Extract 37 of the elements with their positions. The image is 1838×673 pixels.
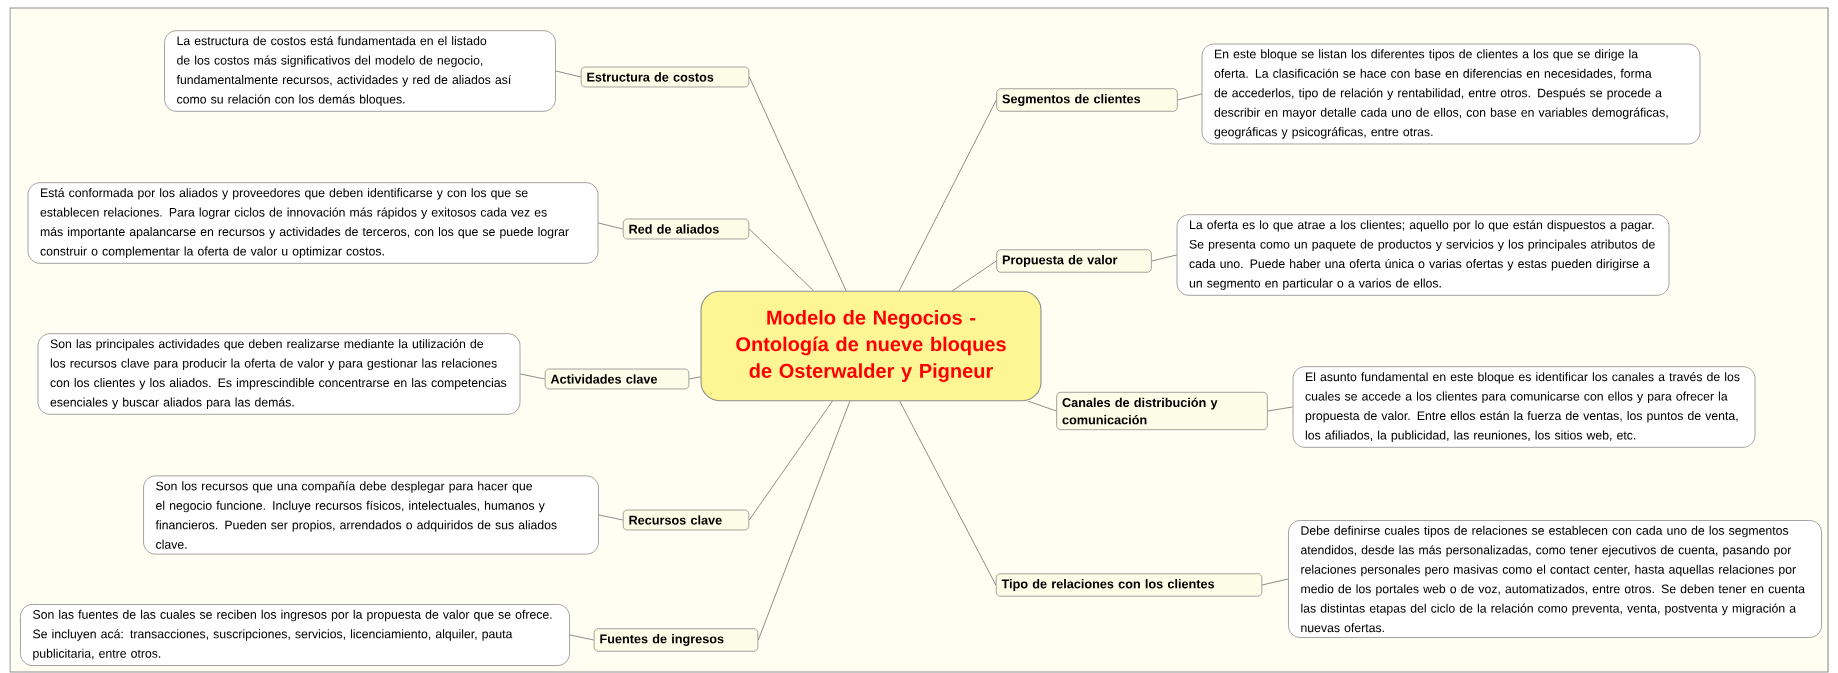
topic-box: Canales de distribución y comunicación: [1056, 391, 1268, 431]
connector-line: [899, 400, 997, 586]
connector-line: [598, 514, 624, 521]
connector-line: [748, 76, 847, 292]
connector-line: [520, 373, 546, 380]
connector-line: [1027, 400, 1057, 412]
connector-line: [748, 228, 814, 292]
connector-line: [598, 222, 624, 230]
connector-line: [688, 376, 701, 380]
description-box: La oferta es lo que atrae a los clientes; aquello por lo que están dispuestos a pagar. Se presenta como un paquete de productos y servicios y los principales atributos de cada uno. Puede haber una oferta única o varias ofertas y estas pueden dirigirse a un segmento en particular o a varios de ellos.: [1176, 214, 1670, 296]
connector-line: [951, 260, 997, 292]
description-box: Está conformada por los aliados y proveedores que deben identificarse y con los que se establecen relaciones. Para lograr ciclos de innovación más rápidos y exitosos cada vez es más importante apalancarse en recursos y actividades de terceros, con los que se puede lograr construir o complementar la oferta de valor u optimizar costos.: [27, 182, 599, 264]
description-box: Son los recursos que una compañía debe desplegar para hacer que el negocio funcione. Incluye recursos físicos, intelectuales, humanos y financieros. Pueden ser propios, arrendados o adquiridos de sus aliados clave.: [143, 475, 599, 555]
description-box: Debe definirse cuales tipos de relaciones se establecen con cada uno de los segmentos atendidos, desde las más personalizadas, como tener ejecutivos de cuenta, pasando por relaciones personales pero masivas como el contact center, hasta aquellas relaciones por medio de los portales web o de voz, automatizados, entre otros. Se deben tener en cuenta las distintas etapas del ciclo de la relación como preventa, venta, postventa y migración a nuevas ofertas.: [1288, 520, 1822, 638]
description-box: Son las fuentes de las cuales se reciben los ingresos por la propuesta de valor que se ofrece. Se incluyen acá: transacciones, suscripciones, servicios, licenciamiento, alquiler, pauta publicitaria, entre otros.: [20, 604, 570, 666]
connector-line: [898, 99, 997, 292]
topic-box: Tipo de relaciones con los clientes: [995, 573, 1263, 597]
topic-box: Segmentos de clientes: [996, 88, 1178, 112]
topic-box: Fuentes de ingresos: [593, 628, 759, 652]
connector-line: [1261, 578, 1289, 586]
connector-line: [569, 634, 595, 641]
connector-line: [1177, 93, 1202, 101]
description-box: La estructura de costos está fundamentada en el listado de los costos más significativos del modelo de negocio, fundamentalmente recursos, actividades y red de aliados así como su relación con los demás bloques.: [164, 30, 556, 112]
description-box: En este bloque se listan los diferentes tipos de clientes a los que se dirige la oferta. La clasificación se hace con base en diferencias en necesidades, forma de accederlos, tipo de relación y rentabilidad, entre otros. Después se procede a describir en mayor detalle cada uno de ellos, con base en variables demográficas, geográficas y psicográficas, entre otras.: [1201, 43, 1701, 145]
topic-box: Red de aliados: [622, 218, 750, 240]
central-topic-box: Modelo de Negocios - Ontología de nueve bloques de Osterwalder y Pigneur: [700, 290, 1042, 402]
description-box: El asunto fundamental en este bloque es identificar los canales a través de los cuales se accede a los clientes para comunicarse con ellos y para ofrecer la propuesta de valor. Entre ellos están la fuerza de ventas, los puntos de venta, los afiliados, la publicidad, las reuniones, los sitios web, etc.: [1292, 366, 1756, 448]
connector-line: [1151, 254, 1177, 262]
topic-box: Actividades clave: [544, 368, 690, 390]
connector-line: [555, 70, 582, 78]
topic-box: Propuesta de valor: [996, 249, 1152, 273]
connector-line: [748, 400, 833, 521]
connector-line: [1267, 406, 1293, 412]
topic-box: Recursos clave: [622, 509, 750, 531]
connector-line: [757, 400, 851, 641]
description-box: Son las principales actividades que deben realizarse mediante la utilización de los recursos clave para producir la oferta de valor y para gestionar las relaciones con los clientes y los aliados. Es imprescindible concentrarse en las competencias esenciales y buscar aliados para las demás.: [37, 333, 521, 415]
topic-box: Estructura de costos: [580, 66, 750, 88]
